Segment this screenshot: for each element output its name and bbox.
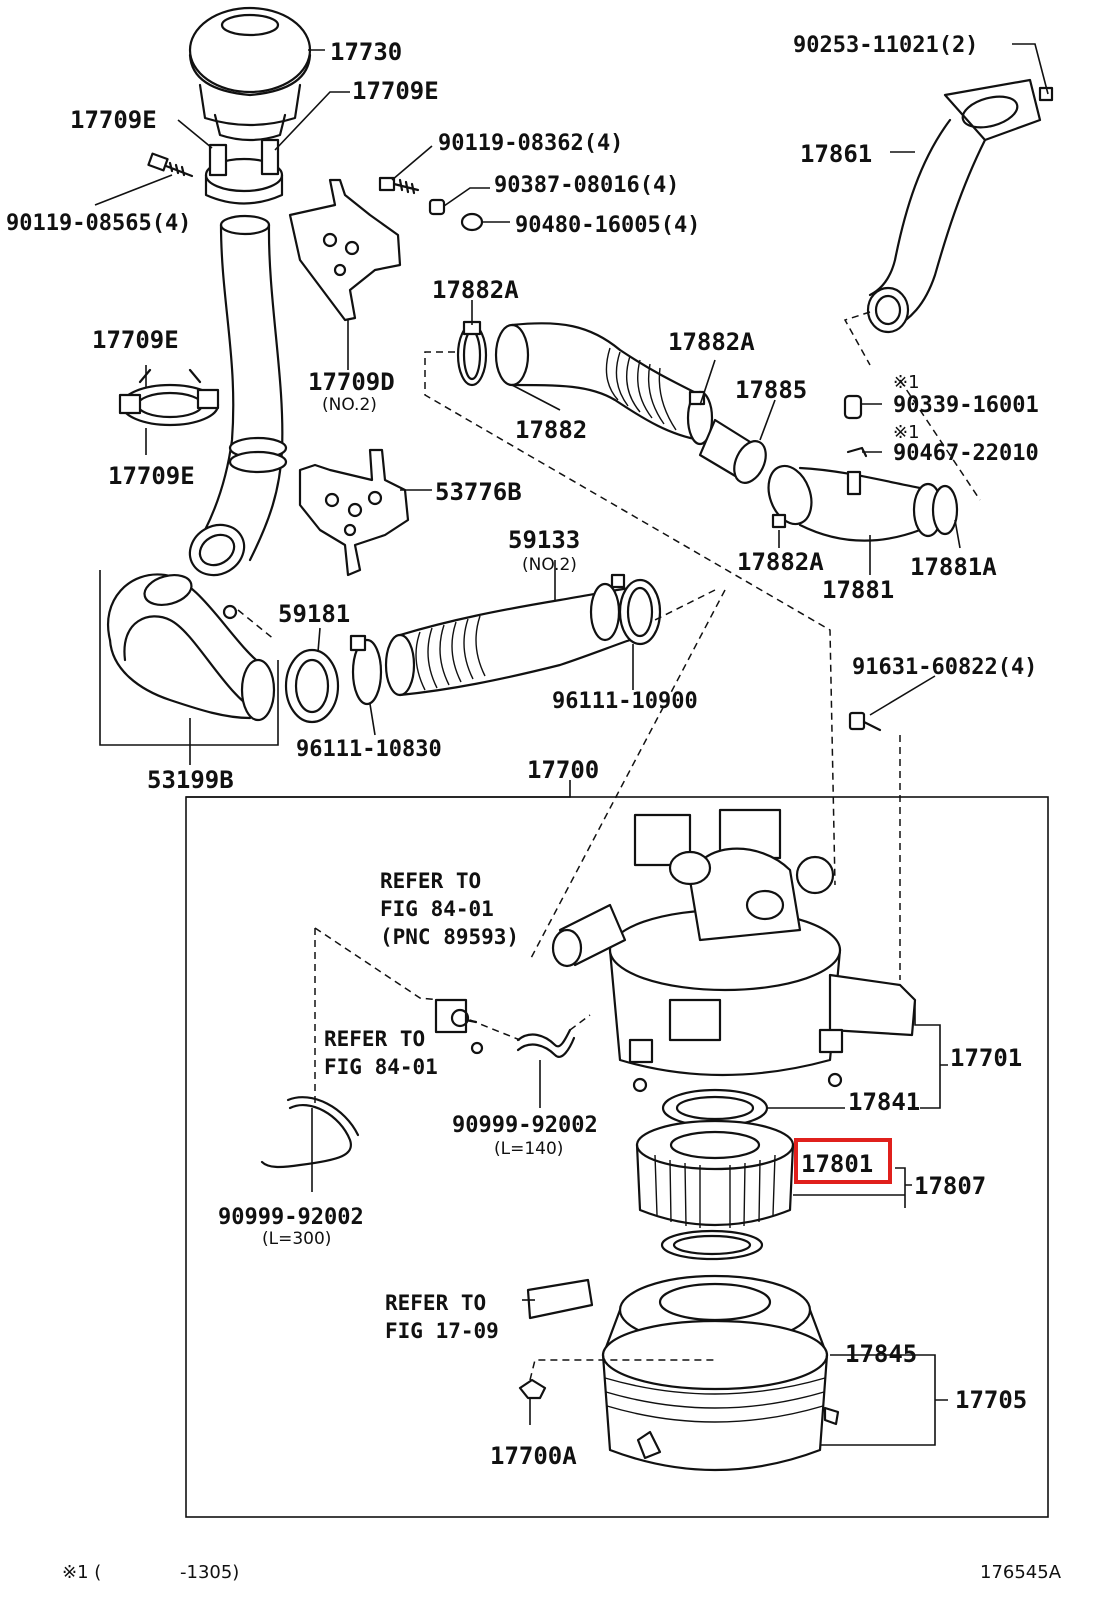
clip-90467-22010[interactable] — [846, 446, 868, 458]
clamp-17709E-top[interactable] — [204, 138, 284, 205]
ref3-line2[interactable]: FIG 17-09 — [385, 1319, 499, 1343]
label-17885[interactable]: 17885 — [735, 376, 807, 404]
sensor-ref-89593[interactable] — [434, 998, 484, 1055]
footnote-mark: ※1 ( — [62, 1562, 101, 1583]
label-90387-08016[interactable]: 90387-08016(4) — [494, 173, 679, 198]
label-17881A[interactable]: 17881A — [910, 553, 997, 581]
label-17801[interactable]: 17801 — [801, 1150, 873, 1178]
hose-53199B[interactable] — [107, 570, 276, 722]
label-17701[interactable]: 17701 — [950, 1044, 1022, 1072]
clip-17700A[interactable] — [518, 1378, 547, 1400]
label-17882A-b[interactable]: 17882A — [668, 328, 755, 356]
label-17882A-c[interactable]: 17882A — [737, 548, 824, 576]
ref1-line1[interactable]: REFER TO — [380, 869, 481, 893]
part-labels: 17730 17709E 17709E 90119-08565(4) 90119… — [6, 33, 1062, 1583]
air-inlet-cap-17730[interactable] — [188, 6, 312, 142]
gasket-lower[interactable] — [660, 1229, 764, 1261]
cushion-90480-16005[interactable] — [460, 212, 484, 232]
ref3-line1[interactable]: REFER TO — [385, 1291, 486, 1315]
label-90339-16001[interactable]: 90339-16001 — [893, 393, 1039, 418]
label-53776B[interactable]: 53776B — [435, 478, 522, 506]
label-90467-mark: ※1 — [893, 422, 920, 443]
label-17807[interactable]: 17807 — [914, 1172, 986, 1200]
clamp-17882A-c[interactable] — [771, 513, 787, 529]
clamp-17882A-a[interactable] — [456, 320, 488, 387]
leader-lines — [94, 43, 1049, 1446]
label-90999-b-sub: (L=300) — [262, 1229, 331, 1249]
ref2-line1[interactable]: REFER TO — [324, 1027, 425, 1051]
label-17882A-a[interactable]: 17882A — [432, 276, 519, 304]
intake-pipe-long[interactable] — [181, 214, 288, 585]
ref2-line2[interactable]: FIG 84-01 — [324, 1055, 438, 1079]
label-90480-16005[interactable]: 90480-16005(4) — [515, 213, 700, 238]
bolt-90253-11021[interactable] — [1038, 86, 1054, 102]
ref1-line2[interactable]: FIG 84-01 — [380, 897, 494, 921]
hose-90999-92002-b[interactable] — [260, 1096, 360, 1169]
label-90999-92002-a[interactable]: 90999-92002 — [452, 1113, 598, 1138]
ref1-line3[interactable]: (PNC 89593) — [380, 925, 519, 949]
label-17709D[interactable]: 17709D — [308, 368, 395, 396]
label-17882[interactable]: 17882 — [515, 416, 587, 444]
label-90467-22010[interactable]: 90467-22010 — [893, 441, 1039, 466]
label-90999-a-sub: (L=140) — [494, 1139, 563, 1159]
plug-90339-16001[interactable] — [843, 394, 863, 420]
label-90339-mark: ※1 — [893, 372, 920, 393]
filter-element-17801[interactable] — [635, 1119, 795, 1228]
air-cleaner-cap-17701[interactable] — [551, 808, 917, 1093]
bolt-90119-08565[interactable] — [147, 152, 194, 178]
bolt-90119-08362[interactable] — [378, 176, 420, 195]
label-17709E-d[interactable]: 17709E — [108, 462, 195, 490]
bracket-53776B[interactable] — [298, 448, 410, 577]
pipe-ref-17-09[interactable] — [526, 1278, 594, 1320]
label-17841[interactable]: 17841 — [848, 1088, 920, 1116]
hose-90999-92002-a[interactable] — [516, 1028, 576, 1058]
clamp-96111-10830[interactable] — [349, 634, 383, 706]
label-17730[interactable]: 17730 — [330, 38, 402, 66]
label-96111-10830[interactable]: 96111-10830 — [296, 737, 442, 762]
label-59133[interactable]: 59133 — [508, 526, 580, 554]
hose-17885[interactable] — [698, 418, 772, 488]
highlight-box-17801 — [794, 1138, 892, 1184]
hose-17881[interactable] — [761, 460, 959, 542]
diagram-id: 176545A — [980, 1562, 1062, 1583]
label-59181[interactable]: 59181 — [278, 600, 350, 628]
label-17705[interactable]: 17705 — [955, 1386, 1027, 1414]
hose-17882[interactable] — [494, 322, 702, 442]
clamp-17709E-mid[interactable] — [118, 368, 220, 427]
label-17700[interactable]: 17700 — [527, 756, 599, 784]
bolt-91631-60822[interactable] — [848, 711, 882, 732]
label-17881[interactable]: 17881 — [822, 576, 894, 604]
label-90119-08362[interactable]: 90119-08362(4) — [438, 131, 623, 156]
label-96111-10900[interactable]: 96111-10900 — [552, 689, 698, 714]
assembly-frame-17700 — [185, 796, 1049, 1518]
label-17709D-sub: (NO.2) — [322, 395, 377, 415]
label-17709E-c[interactable]: 17709E — [92, 326, 179, 354]
bracket-17709D[interactable] — [288, 178, 402, 322]
hose-59133[interactable] — [384, 582, 632, 697]
case-17705[interactable] — [601, 1274, 840, 1472]
footnote-range: -1305) — [180, 1562, 239, 1583]
label-90999-92002-b[interactable]: 90999-92002 — [218, 1205, 364, 1230]
collar-90387-08016[interactable] — [428, 198, 446, 216]
seal-59181[interactable] — [284, 648, 340, 724]
label-17861[interactable]: 17861 — [800, 140, 872, 168]
pipe-17861[interactable] — [866, 78, 1042, 334]
label-53199B[interactable]: 53199B — [147, 766, 234, 794]
label-90253-11021[interactable]: 90253-11021(2) — [793, 33, 978, 58]
label-91631-60822[interactable]: 91631-60822(4) — [852, 655, 1037, 680]
clamp-96111-10900[interactable] — [610, 573, 662, 646]
label-59133-sub: (NO.2) — [522, 555, 577, 575]
label-17709E-b[interactable]: 17709E — [70, 106, 157, 134]
label-90119-08565[interactable]: 90119-08565(4) — [6, 211, 191, 236]
label-17709E-a[interactable]: 17709E — [352, 77, 439, 105]
dashed-lines — [237, 311, 981, 1381]
label-17845[interactable]: 17845 — [845, 1340, 917, 1368]
label-17700A[interactable]: 17700A — [490, 1442, 577, 1470]
